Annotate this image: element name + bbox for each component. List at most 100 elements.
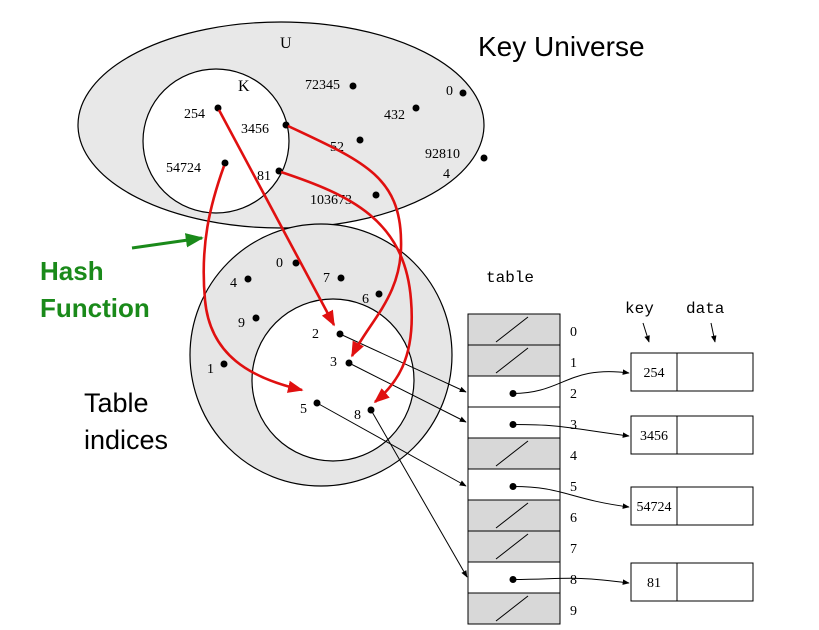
- empty-slot-slash: [495, 502, 529, 529]
- selected-key: 254: [184, 107, 205, 122]
- selected-key: 54724: [166, 161, 201, 176]
- indices-label-line1: Table: [84, 388, 149, 418]
- universe-key: 0: [446, 84, 453, 99]
- table-slot-empty: [467, 344, 561, 377]
- hash-arrow-3456: [287, 124, 403, 358]
- slot-number: 5: [570, 480, 577, 495]
- key-dot: [349, 82, 357, 90]
- key-dot: [221, 159, 229, 167]
- table-slot-empty: [467, 437, 561, 470]
- universe-title: Key Universe: [478, 31, 645, 62]
- subset-symbol: K: [238, 78, 250, 95]
- index-slot-arrow: [370, 409, 468, 578]
- inner-index: 8: [354, 408, 361, 423]
- outer-index: 9: [238, 316, 245, 331]
- slot-number: 8: [570, 573, 577, 588]
- universe-key: 432: [384, 108, 405, 123]
- hash-label-line1: Hash: [40, 256, 104, 286]
- universe-key: 103673: [310, 193, 352, 208]
- record-box: 254: [630, 352, 754, 392]
- hash-label-line2: Function: [40, 293, 150, 323]
- index-dot: [220, 360, 228, 368]
- outer-index: 7: [323, 271, 330, 286]
- slot-number: 3: [570, 418, 577, 433]
- slot-number: 1: [570, 356, 577, 371]
- record-data-cell: [676, 352, 754, 392]
- record-key-text: 254: [644, 366, 665, 381]
- index-dot: [292, 259, 300, 267]
- table-slot-empty: [467, 592, 561, 625]
- used-indices-circle: [251, 298, 415, 462]
- outer-index: 4: [230, 276, 237, 291]
- hash-arrow-254: [217, 109, 336, 327]
- slot-number: 4: [570, 449, 577, 464]
- record-key-cell: [630, 352, 678, 392]
- hash-arrow-54724: [202, 165, 304, 393]
- record-box: 3456: [630, 415, 754, 455]
- universe-key: 72345: [305, 78, 340, 93]
- empty-slot-slash: [495, 316, 529, 343]
- data-header: data: [686, 300, 725, 318]
- record-data-cell: [676, 486, 754, 526]
- hash-pointer-arrow: [131, 233, 204, 250]
- record-key-text: 54724: [637, 500, 672, 515]
- record-key-text: 81: [647, 576, 661, 591]
- key-dot: [459, 89, 467, 97]
- record-key-cell: [630, 562, 678, 602]
- index-slot-arrow: [316, 402, 467, 487]
- universe-key: 4: [443, 167, 450, 182]
- inner-index: 5: [300, 402, 307, 417]
- outer-index: 0: [276, 256, 283, 271]
- index-dot: [375, 290, 383, 298]
- inner-index: 2: [312, 327, 319, 342]
- index-dot: [244, 275, 252, 283]
- record-box: 81: [630, 562, 754, 602]
- record-key-text: 3456: [640, 429, 668, 444]
- record-key-cell: [630, 486, 678, 526]
- table-title: table: [486, 269, 534, 287]
- record-key-cell: [630, 415, 678, 455]
- hash-arrow-81: [280, 170, 414, 404]
- empty-slot-slash: [495, 440, 529, 467]
- slot-number: 7: [570, 542, 577, 557]
- key-header: key: [625, 300, 654, 318]
- selected-key: 3456: [241, 122, 269, 137]
- subset-k-ellipse: [142, 68, 290, 214]
- index-dot: [337, 274, 345, 282]
- key-header-arrow: [642, 322, 650, 343]
- slot-record-pointer: [512, 486, 630, 509]
- slot-number: 6: [570, 511, 577, 526]
- key-dot: [372, 191, 380, 199]
- slot-number: 0: [570, 325, 577, 340]
- record-data-cell: [676, 415, 754, 455]
- universe-symbol: U: [280, 35, 292, 52]
- universe-key: 92810: [425, 147, 460, 162]
- data-header-arrow: [710, 322, 717, 343]
- table-slot-empty: [467, 313, 561, 346]
- empty-slot-slash: [495, 595, 529, 622]
- slot-number: 2: [570, 387, 577, 402]
- key-dot: [480, 154, 488, 162]
- selected-key: 81: [257, 169, 271, 184]
- indices-label-line2: indices: [84, 425, 168, 455]
- hash-table: 0 1 2 3 4 5 6 7 8 9: [467, 313, 577, 625]
- inner-index: 3: [330, 355, 337, 370]
- outer-index: 6: [362, 292, 369, 307]
- key-dot: [412, 104, 420, 112]
- record-data-cell: [676, 562, 754, 602]
- outer-index: 1: [207, 362, 214, 377]
- table-slot-empty: [467, 499, 561, 532]
- slot-record-pointer: [512, 424, 630, 438]
- slot-number: 9: [570, 604, 577, 619]
- record-box: 54724: [630, 486, 754, 526]
- index-dot: [252, 314, 260, 322]
- empty-slot-slash: [495, 533, 529, 560]
- slot-record-pointer: [512, 369, 630, 394]
- table-slot-empty: [467, 530, 561, 563]
- key-dot: [356, 136, 364, 144]
- index-slot-arrow: [348, 362, 467, 423]
- empty-slot-slash: [495, 347, 529, 374]
- slot-record-pointer: [512, 577, 630, 585]
